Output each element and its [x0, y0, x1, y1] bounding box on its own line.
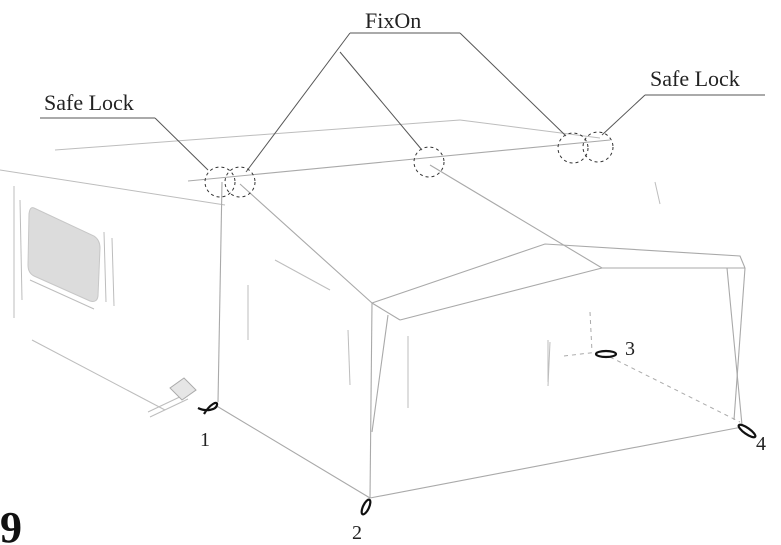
peg-4 — [737, 423, 757, 439]
fixon-label: FixOn — [365, 8, 421, 33]
peg-label-1: 1 — [200, 429, 210, 451]
safe-lock-right-label: Safe Lock — [650, 66, 740, 91]
safe-lock-left-label: Safe Lock — [44, 90, 134, 115]
caravan-body — [0, 119, 661, 411]
peg-label-4: 4 — [756, 433, 766, 455]
safe-lock-marker-left — [204, 166, 256, 198]
peg-3 — [594, 349, 618, 359]
safe-lock-marker-right — [557, 131, 614, 164]
peg-1 — [197, 401, 219, 415]
peg-2 — [360, 498, 372, 516]
peg-label-3: 3 — [625, 338, 635, 360]
figure-number: 9 — [0, 503, 22, 545]
callout-leaders — [40, 32, 765, 173]
caravan-window — [19, 199, 115, 310]
peg-label-2: 2 — [352, 522, 362, 544]
fixon-marker-center — [413, 146, 445, 178]
awning-rail — [187, 139, 611, 182]
mallet-icon — [147, 377, 197, 418]
awning-structure — [214, 164, 746, 499]
